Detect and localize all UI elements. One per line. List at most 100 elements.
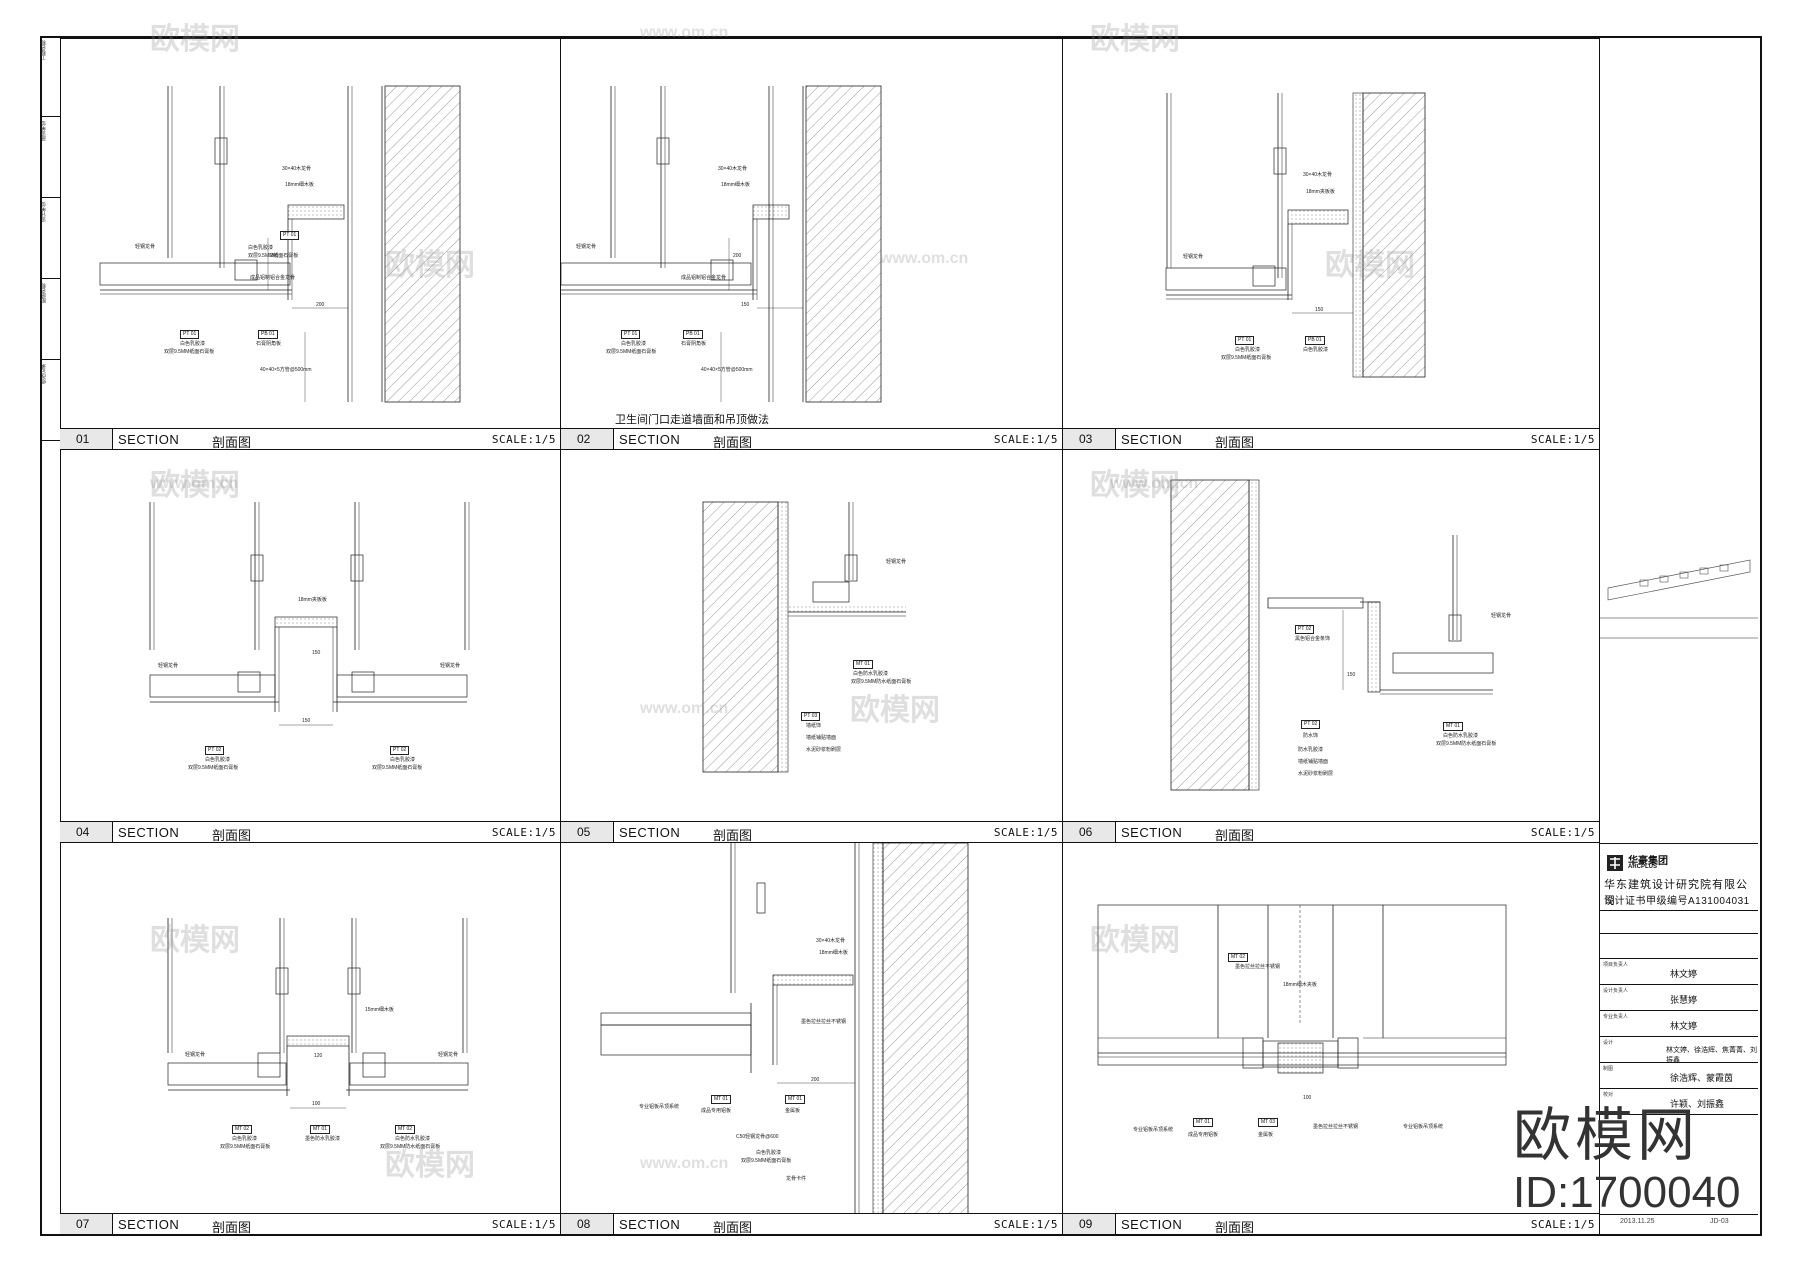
callout-label: 石膏阴角板 (256, 341, 282, 347)
staff-name: 林文婷 (1670, 969, 1698, 979)
callout-label: 双层9.5MM纸面石膏板 (248, 253, 299, 259)
title-divider (1600, 910, 1758, 911)
callout-label: 18mm细木板 (285, 182, 314, 188)
detail-number: 01 (60, 429, 113, 449)
callout-label: 防水乳胶漆 (1298, 747, 1324, 753)
detail-number: 02 (561, 429, 614, 449)
callout-label: C50轻钢龙骨@600 (736, 1134, 779, 1140)
callout-label: 黑色铝合金条饰 (1295, 636, 1331, 642)
callout-label: 白色乳胶漆 (390, 757, 416, 763)
panel-title-bar: 03 SECTION 剖面图 SCALE:1/5 (1063, 428, 1599, 449)
dimension-text: 100 (1303, 1095, 1312, 1101)
staff-name: 林文婷 (1670, 1021, 1698, 1031)
title-block: 华豪集团 ARCPLUS 华东建筑设计研究院有限公司 设计证书甲级编号A1310… (1600, 38, 1758, 1234)
section-label: SECTION (1121, 825, 1183, 840)
dimension-text: 200 (316, 302, 325, 308)
material-tag: PT 01 (280, 231, 300, 240)
strip-cell: 图纸名称 (40, 279, 60, 360)
detail-number: 03 (1063, 429, 1116, 449)
callout-label: 双层9.5MM纸面石膏板 (741, 1158, 792, 1164)
callout-label: 墨色防水乳胶漆 (305, 1136, 341, 1142)
panel-title-bar: 07 SECTION 剖面图 SCALE:1/5 (60, 1213, 560, 1234)
detail-panel-01: 轻钢龙骨 30×40木龙骨 18mm细木板 PT 01 白色乳胶漆 双层9.5M… (60, 38, 561, 450)
callout-label: 18mm夹板板 (1306, 189, 1335, 195)
callout-label: 30×40木龙骨 (282, 166, 312, 172)
company-name: 华东建筑设计研究院有限公司 (1604, 879, 1748, 907)
callout-label: 成品铝制铝合金龙骨 (681, 275, 727, 281)
dimension-text: 200 (270, 253, 279, 259)
section-drawing-07 (167, 918, 469, 1109)
material-tag: PT 03 (801, 712, 821, 721)
section-label: SECTION (118, 432, 180, 447)
callout-label: 白色防水乳胶漆 (853, 671, 889, 677)
section-label: SECTION (619, 1217, 681, 1232)
panel-title-bar: 08 SECTION 剖面图 SCALE:1/5 (561, 1213, 1062, 1234)
title-divider (1600, 1214, 1758, 1215)
callout-label: 白色乳胶漆 (1235, 347, 1261, 353)
issue-date: 2013.11.25 (1620, 1218, 1655, 1225)
staff-row: 制图 徐浩辉、蒙霞茵 (1600, 1062, 1758, 1089)
section-drawing-03 (1165, 92, 1426, 378)
watermark-logo-text: 欧模网 (1513, 1103, 1700, 1168)
section-label-cn: 剖面图 (713, 435, 753, 450)
callout-label: 轻钢龙骨 (158, 663, 179, 669)
title-divider (1600, 933, 1758, 934)
material-tag: MT 01 (1193, 1118, 1214, 1127)
detail-number: 09 (1063, 1214, 1116, 1234)
dimension-text: 120 (314, 1053, 323, 1059)
title-divider (1600, 843, 1758, 844)
section-label-cn: 剖面图 (1215, 1220, 1255, 1234)
detail-panel-05: 轻钢龙骨 MT 01 白色防水乳胶漆 双层9.5MM防水纸面石膏板 PT 03 … (561, 450, 1063, 843)
key-plan-thumbnail (1600, 559, 1758, 639)
callout-label: 30×40木龙骨 (1303, 172, 1333, 178)
section-drawing-04 (149, 502, 470, 726)
callout-label: 15mm细木板 (365, 1007, 394, 1013)
callout-label: 金属板 (785, 1108, 801, 1114)
section-drawing-06 (1170, 479, 1494, 791)
material-tag: PT 02 (1301, 720, 1321, 729)
strip-cell: 修改记录 (40, 360, 60, 441)
staff-row: 校对 许颖、刘振鑫 (1600, 1088, 1758, 1115)
callout-label: 轻钢龙骨 (1183, 254, 1204, 260)
callout-label: 18mm夹板板 (298, 597, 327, 603)
callout-label: 专业铝板吊顶系统 (1133, 1127, 1174, 1133)
brand-name: 华豪集团 (1628, 856, 1668, 867)
scale-label: SCALE:1/5 (993, 826, 1058, 839)
detail-number: 06 (1063, 822, 1116, 842)
detail-number: 05 (561, 822, 614, 842)
callout-label: 30×40木龙骨 (816, 938, 846, 944)
detail-panel-08: 30×40木龙骨 18mm细木板 墨色拉丝拉丝不锈钢 专业铝板吊顶系统 MT 0… (561, 843, 1063, 1234)
detail-number: 04 (60, 822, 113, 842)
section-label-cn: 剖面图 (212, 1220, 252, 1234)
callout-label: 白色乳胶漆 (1303, 347, 1329, 353)
section-label-cn: 剖面图 (212, 435, 252, 450)
material-tag: PT 02 (390, 746, 410, 755)
panel-title-bar: 05 SECTION 剖面图 SCALE:1/5 (561, 821, 1062, 842)
scale-label: SCALE:1/5 (1530, 1218, 1595, 1231)
staff-row: 设计 林文婷、徐浩辉、焦菁菁、刘振鑫 (1600, 1036, 1758, 1064)
material-tag: PB 01 (1305, 336, 1325, 345)
detail-panel-04: 轻钢龙骨 18mm夹板板 轻钢龙骨 PT 02 白色乳胶漆 双层9.5MM纸面石… (60, 450, 561, 843)
callout-label: 双层9.5MM纸面石膏板 (220, 1144, 271, 1150)
material-tag: PT 01 (180, 330, 200, 339)
staff-row: 专业负责人 林文婷 (1600, 1010, 1758, 1037)
panel-title-bar: 06 SECTION 剖面图 SCALE:1/5 (1063, 821, 1599, 842)
material-tag: PT 02 (1295, 625, 1315, 634)
material-tag: MT 02 (232, 1125, 253, 1134)
section-drawing-08 (600, 843, 969, 1214)
callout-label: 成品专用铝板 (1188, 1132, 1219, 1138)
callout-label: 双层9.5MM纸面石膏板 (606, 349, 657, 355)
strip-cell: 建设单位 (40, 117, 60, 198)
staff-name: 徐浩辉、蒙霞茵 (1670, 1073, 1734, 1083)
material-tag: PB 01 (683, 330, 703, 339)
scale-label: SCALE:1/5 (491, 433, 556, 446)
section-label: SECTION (1121, 1217, 1183, 1232)
section-drawing-02 (561, 85, 882, 403)
callout-label: 专业铝板吊顶系统 (639, 1104, 680, 1110)
callout-label: 双层9.5MM防水纸面石膏板 (380, 1144, 441, 1150)
callout-label: 轻钢龙骨 (438, 1052, 459, 1058)
staff-name: 许颖、刘振鑫 (1670, 1099, 1725, 1109)
dimension-text: 150 (741, 302, 750, 308)
scale-label: SCALE:1/5 (993, 433, 1058, 446)
material-tag: PT 01 (621, 330, 641, 339)
